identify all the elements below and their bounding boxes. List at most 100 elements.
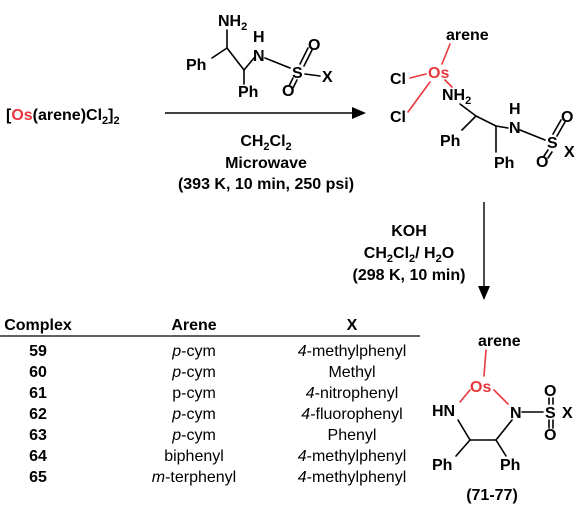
step2-solvent-ch: CH — [364, 245, 387, 262]
product-s: S — [545, 405, 556, 422]
x-text: -nitrophenyl — [315, 385, 399, 402]
product-complex: arene Os HN N S O O X Ph Ph (71-77) — [432, 333, 573, 504]
table-row: 60 p-cym Methyl — [29, 364, 375, 381]
x-text: Methyl — [328, 364, 375, 381]
table-header-arene: Arene — [171, 317, 216, 334]
table-cell-x: 4-methylphenyl — [298, 448, 407, 465]
reaction-arrow-2 — [478, 202, 490, 300]
intermediate-s: S — [547, 135, 558, 152]
table-row: 65 m-terphenyl 4-methylphenyl — [29, 469, 406, 486]
step1-solvent-ch: CH — [240, 133, 263, 150]
table-cell-x: 4-nitrophenyl — [306, 385, 399, 402]
table-header-x: X — [347, 317, 358, 334]
intermediate-ph-left: Ph — [440, 133, 460, 150]
ligand-x: X — [322, 69, 333, 86]
table-cell-arene: p-cym — [171, 364, 216, 381]
x-text: -methylphenyl — [307, 469, 407, 486]
table-cell-x: Phenyl — [328, 427, 377, 444]
svg-text:NH2: NH2 — [442, 87, 471, 107]
intermediate-n: N — [509, 120, 521, 137]
x-italic: 4 — [301, 406, 310, 423]
x-text: -methylphenyl — [307, 448, 407, 465]
x-text: -methylphenyl — [307, 343, 407, 360]
step2-conditions-text: (298 K, 10 min) — [353, 267, 466, 284]
reagent-osmium: Os — [11, 107, 32, 124]
table-cell-x: 4-methylphenyl — [298, 343, 407, 360]
step1-solvent-sub1: 2 — [263, 141, 269, 153]
intermediate-x: X — [564, 144, 575, 161]
intermediate-h: H — [509, 101, 521, 118]
arene-text: biphenyl — [164, 448, 224, 465]
table-cell-arene: p-cym — [171, 427, 216, 444]
step2-solvent-sub2: 2 — [409, 253, 415, 265]
arene-text: -terphenyl — [165, 469, 236, 486]
arene-text: -cym — [181, 364, 216, 381]
arene-text: -cym — [181, 427, 216, 444]
table-cell-complex: 64 — [29, 448, 47, 465]
arene-italic: p — [171, 406, 181, 423]
table-row: 59 p-cym 4-methylphenyl — [29, 343, 406, 360]
table-cell-arene: p-cym — [172, 385, 216, 402]
arene-italic: p — [171, 343, 181, 360]
product-hn: HN — [432, 403, 455, 420]
step1-conditions-text: (393 K, 10 min, 250 psi) — [178, 176, 354, 193]
table-cell-complex: 62 — [29, 406, 47, 423]
table-cell-complex: 65 — [29, 469, 47, 486]
reagent-sub-1: 2 — [102, 115, 108, 127]
reaction-arrow-1 — [165, 107, 366, 119]
product-arene: arene — [478, 333, 521, 350]
intermediate-o-top: O — [561, 109, 573, 126]
svg-text:CH2Cl2/ H2O: CH2Cl2/ H2O — [364, 245, 454, 265]
table-cell-arene: p-cym — [171, 406, 216, 423]
osmium-dimer-reagent: [Os(arene)Cl2]2 — [6, 107, 120, 127]
intermediate-nh2-sub: 2 — [465, 95, 471, 107]
intermediate-nh2: NH — [442, 87, 465, 104]
step2-base: KOH — [391, 223, 427, 240]
ligand-s: S — [292, 65, 303, 82]
table-cell-complex: 60 — [29, 364, 47, 381]
table-cell-arene: p-cym — [171, 343, 216, 360]
table-cell-complex: 63 — [29, 427, 47, 444]
table-cell-arene: m-terphenyl — [152, 469, 236, 486]
table-cell-x: 4-methylphenyl — [298, 469, 407, 486]
step1-solvent-cl: Cl — [270, 133, 286, 150]
product-osmium: Os — [470, 379, 491, 396]
table-cell-arene: biphenyl — [164, 448, 224, 465]
sulfonamide-ligand: NH2 H N S O O X Ph Ph — [186, 13, 333, 101]
ligand-n: N — [253, 48, 265, 65]
product-label: (71-77) — [466, 487, 518, 504]
x-italic: 4 — [298, 469, 307, 486]
ligand-ph-right: Ph — [238, 84, 258, 101]
step2-solvent-h: / H — [415, 245, 435, 262]
x-text: Phenyl — [328, 427, 377, 444]
svg-text:CH2Cl2: CH2Cl2 — [240, 133, 291, 153]
x-italic: 4 — [306, 385, 315, 402]
intermediate-ph-right: Ph — [494, 155, 514, 172]
step2-solvent-cl: Cl — [393, 245, 409, 262]
product-o-bottom: O — [544, 427, 556, 444]
intermediate-complex: arene Os Cl Cl NH2 H N S O O X Ph Ph — [390, 27, 575, 172]
svg-text:[Os(arene)Cl2]2: [Os(arene)Cl2]2 — [6, 107, 120, 127]
table-cell-x: Methyl — [328, 364, 375, 381]
x-text: -fluorophenyl — [310, 406, 403, 423]
table-row: 64 biphenyl 4-methylphenyl — [29, 448, 406, 465]
table-cell-x: 4-fluorophenyl — [301, 406, 402, 423]
table-cell-complex: 59 — [29, 343, 47, 360]
step2-solvent-sub1: 2 — [387, 253, 393, 265]
intermediate-osmium: Os — [428, 65, 449, 82]
step1-conditions: CH2Cl2 Microwave (393 K, 10 min, 250 psi… — [178, 133, 354, 193]
intermediate-o-bottom: O — [536, 154, 548, 171]
product-o-top: O — [544, 383, 556, 400]
ligand-ph-left: Ph — [186, 57, 206, 74]
product-x: X — [562, 405, 573, 422]
arene-italic: p — [171, 427, 181, 444]
step2-conditions: KOH CH2Cl2/ H2O (298 K, 10 min) — [353, 223, 466, 284]
product-ph-right: Ph — [500, 457, 520, 474]
table-header-complex: Complex — [4, 317, 72, 334]
intermediate-cl-bottom: Cl — [390, 109, 406, 126]
reagent-bracket-open: [ — [6, 107, 12, 124]
